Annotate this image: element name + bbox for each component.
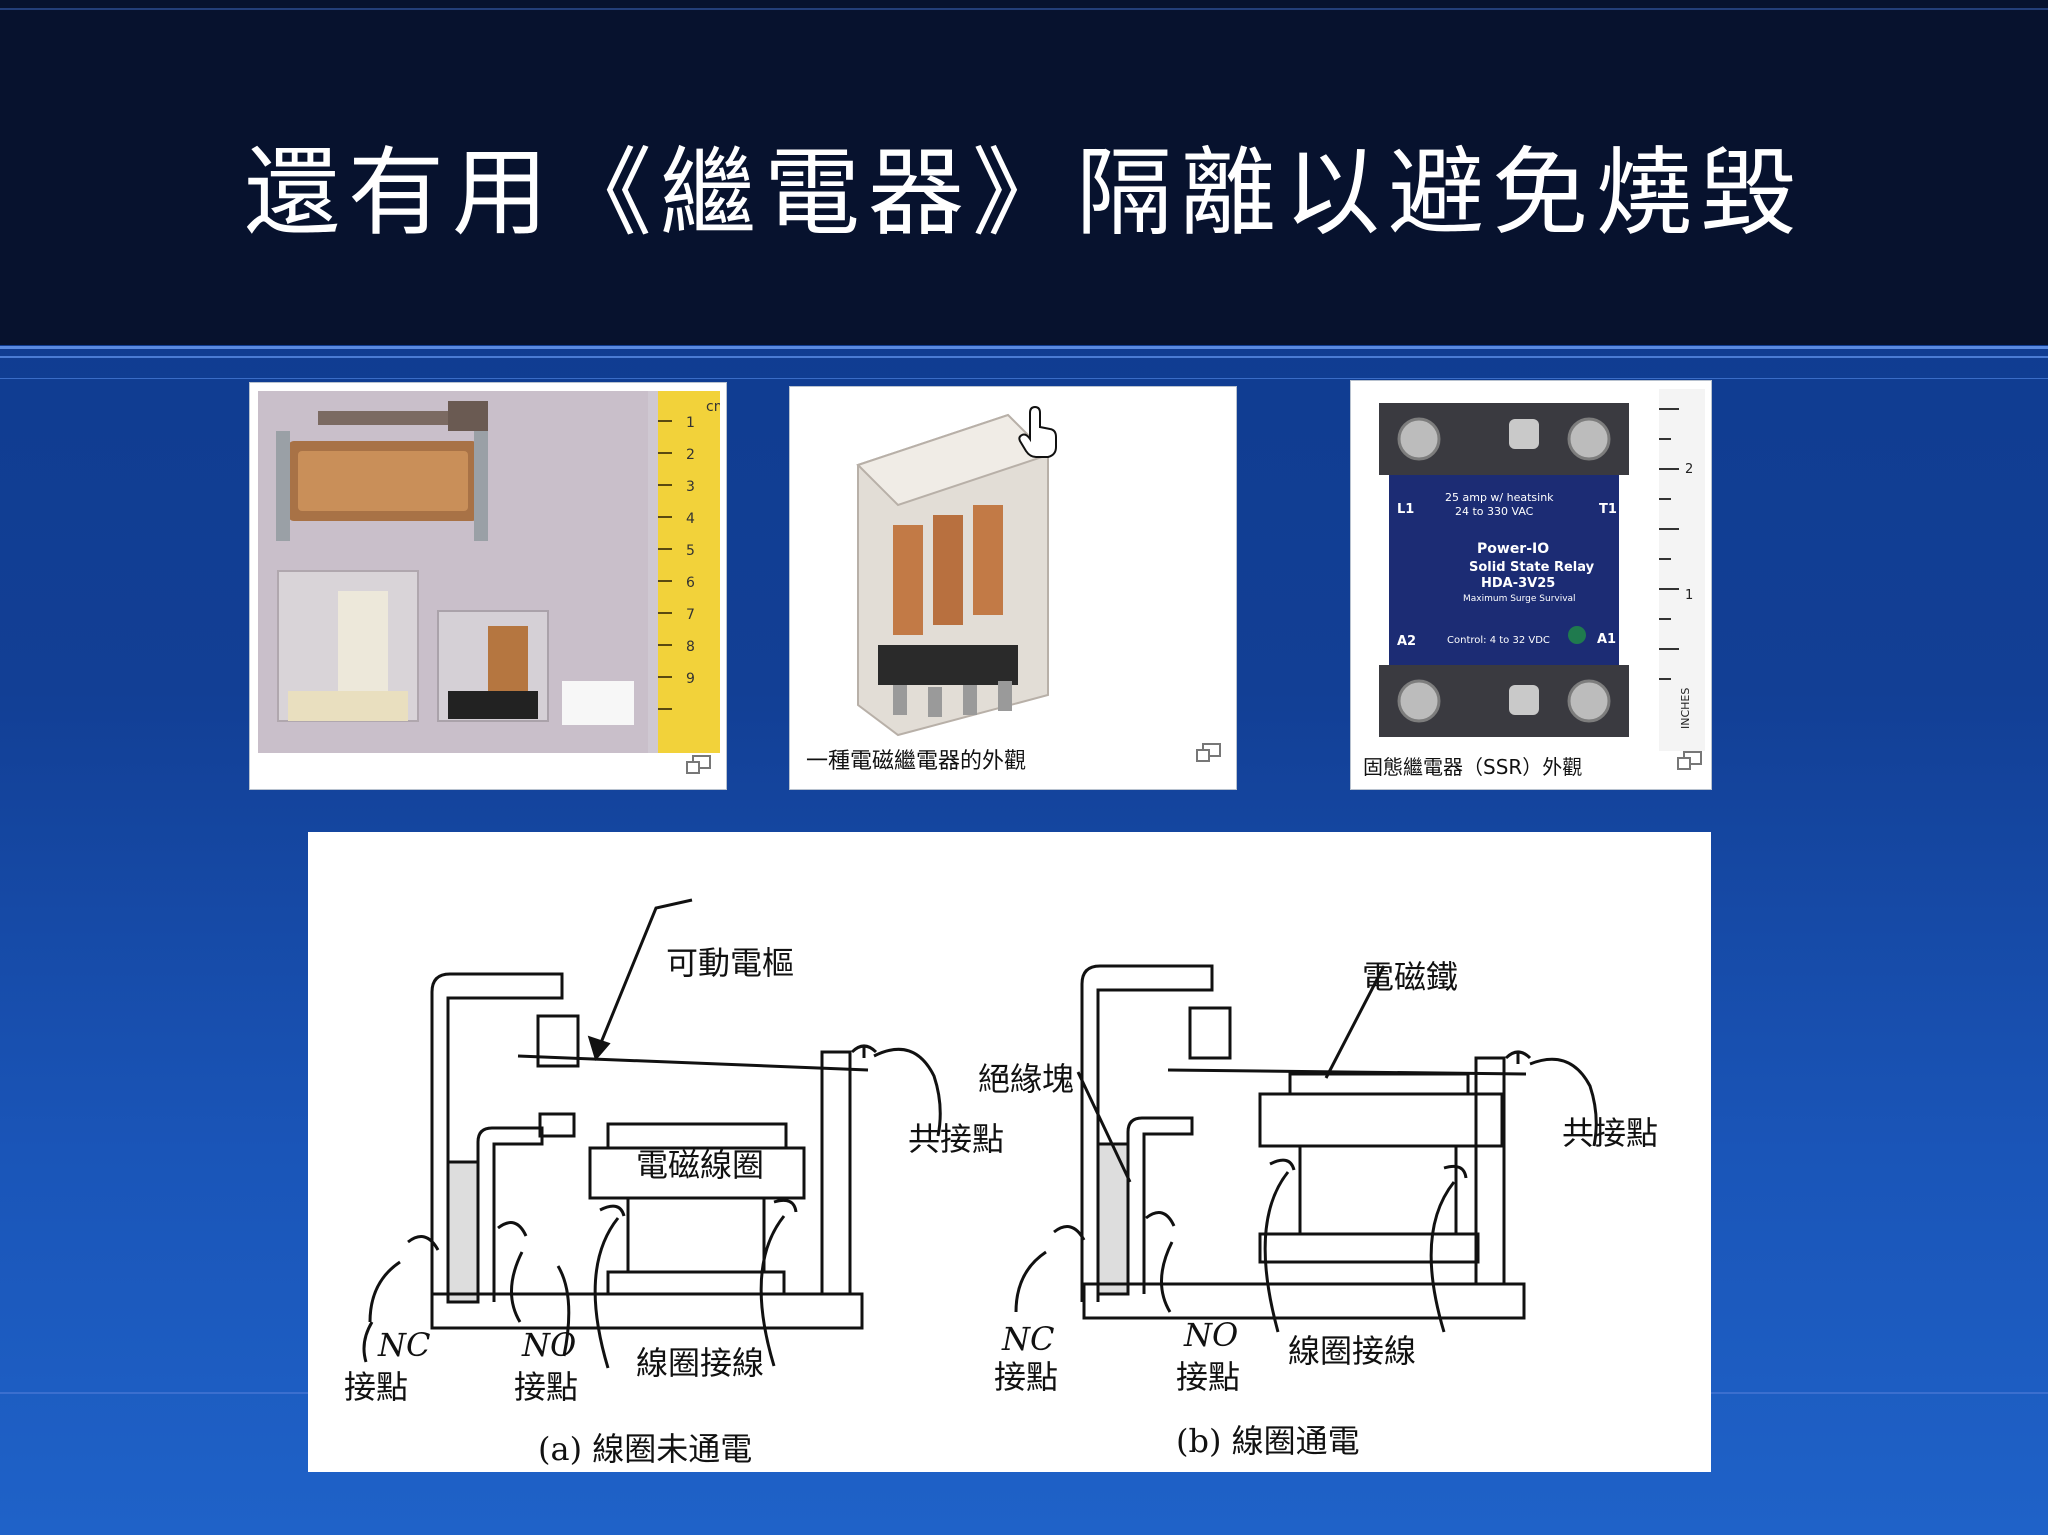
relay-diagram: 可動電樞 電磁線圈 共接點 NC 接點 NO 接點 線圈接線 (a) 線圈未通電… xyxy=(308,832,1711,1472)
label-nc-contact: 接點 xyxy=(344,1368,408,1406)
product-text: Solid State Relay xyxy=(1469,560,1595,575)
ruler-number: 8 xyxy=(686,639,695,655)
label-coil-wiring: 線圈接線 xyxy=(1288,1332,1416,1370)
image-caption: 一種電磁繼電器的外觀 xyxy=(806,749,1027,774)
armature-leader xyxy=(596,898,693,1051)
no-wire xyxy=(497,1221,571,1357)
label-nc: NC xyxy=(1001,1320,1054,1358)
control-text: Control: 4 to 32 VDC xyxy=(1447,635,1550,646)
relay-assortment-photo: cm 1 2 3 4 5 6 7 8 9 xyxy=(258,391,720,753)
model-text: HDA-3V25 xyxy=(1481,576,1555,591)
divider-line xyxy=(0,8,2048,10)
rating-text: 24 to 330 VAC xyxy=(1455,505,1534,518)
status-led xyxy=(1568,626,1586,644)
brand-text: Power-IO xyxy=(1477,541,1549,557)
coil-wire-right xyxy=(1429,1164,1468,1333)
electromagnetic-relay-card[interactable]: 一種電磁繼電器的外觀 xyxy=(789,386,1237,790)
coil-top xyxy=(1258,1092,1504,1148)
rating-text: 25 amp w/ heatsink xyxy=(1445,491,1554,504)
label-common: 共接點 xyxy=(908,1120,1004,1158)
enlarge-icon[interactable] xyxy=(1677,751,1703,771)
label-no: NO xyxy=(1183,1316,1238,1354)
label-magnet: 電磁鐵 xyxy=(1362,958,1458,996)
magnet-leader xyxy=(1324,965,1386,1079)
ruler-number: 1 xyxy=(686,415,695,431)
diagram-caption-a: (a) 線圈未通電 xyxy=(538,1430,752,1468)
solid-state-relay-card[interactable]: 2 1 INCHES L1 T1 25 amp w/ heatsink 24 t… xyxy=(1350,380,1712,790)
no-wire xyxy=(1145,1211,1176,1313)
image-caption: 固態繼電器（SSR）外觀 xyxy=(1363,755,1583,779)
coil-body xyxy=(626,1196,766,1274)
label-armature: 可動電樞 xyxy=(666,944,794,982)
slide-title: 還有用《繼電器》隔離以避免燒毀 xyxy=(244,137,1804,249)
common-support xyxy=(1474,1056,1506,1286)
terminal-label: L1 xyxy=(1397,502,1414,517)
ruler-number: 6 xyxy=(686,575,695,591)
ruler-unit-label: cm xyxy=(706,399,720,415)
relay-photo-card[interactable]: cm 1 2 3 4 5 6 7 8 9 xyxy=(249,382,727,790)
label-nc-contact: 接點 xyxy=(994,1358,1058,1396)
ruler-number: 5 xyxy=(686,543,695,559)
label-no: NO xyxy=(521,1326,576,1364)
no-contact xyxy=(538,1112,576,1138)
nc-contact xyxy=(536,1014,580,1068)
terminal-label: T1 xyxy=(1599,502,1617,517)
tagline-text: Maximum Surge Survival xyxy=(1463,594,1576,604)
enlarge-icon[interactable] xyxy=(1196,743,1222,763)
ruler-unit-label: INCHES xyxy=(1679,688,1692,729)
coil-base xyxy=(1258,1232,1480,1264)
label-no-contact: 接點 xyxy=(1176,1358,1240,1396)
nc-contact-arm xyxy=(430,972,564,1302)
base-plate xyxy=(1082,1282,1526,1320)
common-support xyxy=(820,1050,852,1296)
no-contact-arm xyxy=(1126,1116,1194,1294)
nc-wire xyxy=(1014,1225,1086,1313)
magnet-top xyxy=(606,1122,788,1150)
hand-cursor-icon xyxy=(1018,405,1057,458)
label-coil: 電磁線圈 xyxy=(636,1146,764,1184)
coil-wire-left xyxy=(593,1204,626,1369)
ruler-number: 2 xyxy=(686,447,695,463)
common-clip xyxy=(1504,1050,1532,1064)
nc-contact-arm xyxy=(1080,964,1214,1302)
ruler-number: 9 xyxy=(686,671,695,687)
insulator-leader xyxy=(1076,1071,1132,1183)
coil-wire-right xyxy=(759,1198,798,1367)
ruler-number: 1 xyxy=(1685,588,1693,603)
ruler-number: 7 xyxy=(686,607,695,623)
terminal-label: A1 xyxy=(1597,632,1616,647)
label-coil-wiring: 線圈接線 xyxy=(636,1344,764,1382)
divider-line xyxy=(0,356,2048,358)
label-common: 共接點 xyxy=(1562,1114,1658,1152)
electromagnetic-relay-photo xyxy=(798,395,1228,741)
relay-schematic: 可動電樞 電磁線圈 共接點 NC 接點 NO 接點 線圈接線 (a) 線圈未通電… xyxy=(344,898,1658,1468)
ruler-number: 4 xyxy=(686,511,695,527)
insulator-block xyxy=(446,1160,480,1304)
label-no-contact: 接點 xyxy=(514,1368,578,1406)
enlarge-icon[interactable] xyxy=(686,755,712,775)
common-wire xyxy=(1529,1057,1598,1147)
label-insulator: 絕緣塊 xyxy=(978,1060,1074,1098)
diagram-caption-b: (b) 線圈通電 xyxy=(1176,1422,1360,1460)
armature xyxy=(517,1054,869,1072)
common-wire xyxy=(873,1047,942,1137)
base-plate xyxy=(430,1292,864,1330)
divider-line xyxy=(0,378,2048,379)
ruler-number: 2 xyxy=(1685,462,1693,477)
coil-base xyxy=(606,1270,786,1296)
title-band xyxy=(0,0,2048,345)
nc-wire xyxy=(362,1235,440,1363)
common-clip xyxy=(850,1044,878,1058)
terminal-label: A2 xyxy=(1397,634,1416,649)
label-nc: NC xyxy=(377,1326,430,1364)
no-contact-arm xyxy=(476,1126,544,1302)
ruler-number: 3 xyxy=(686,479,695,495)
magnet-top xyxy=(1288,1072,1470,1096)
coil-wire-left xyxy=(1263,1158,1296,1333)
nc-contact xyxy=(1188,1006,1232,1060)
divider-line xyxy=(0,346,2048,349)
solid-state-relay-photo: 2 1 INCHES L1 T1 25 amp w/ heatsink 24 t… xyxy=(1359,389,1705,751)
coil-body xyxy=(1298,1144,1458,1236)
